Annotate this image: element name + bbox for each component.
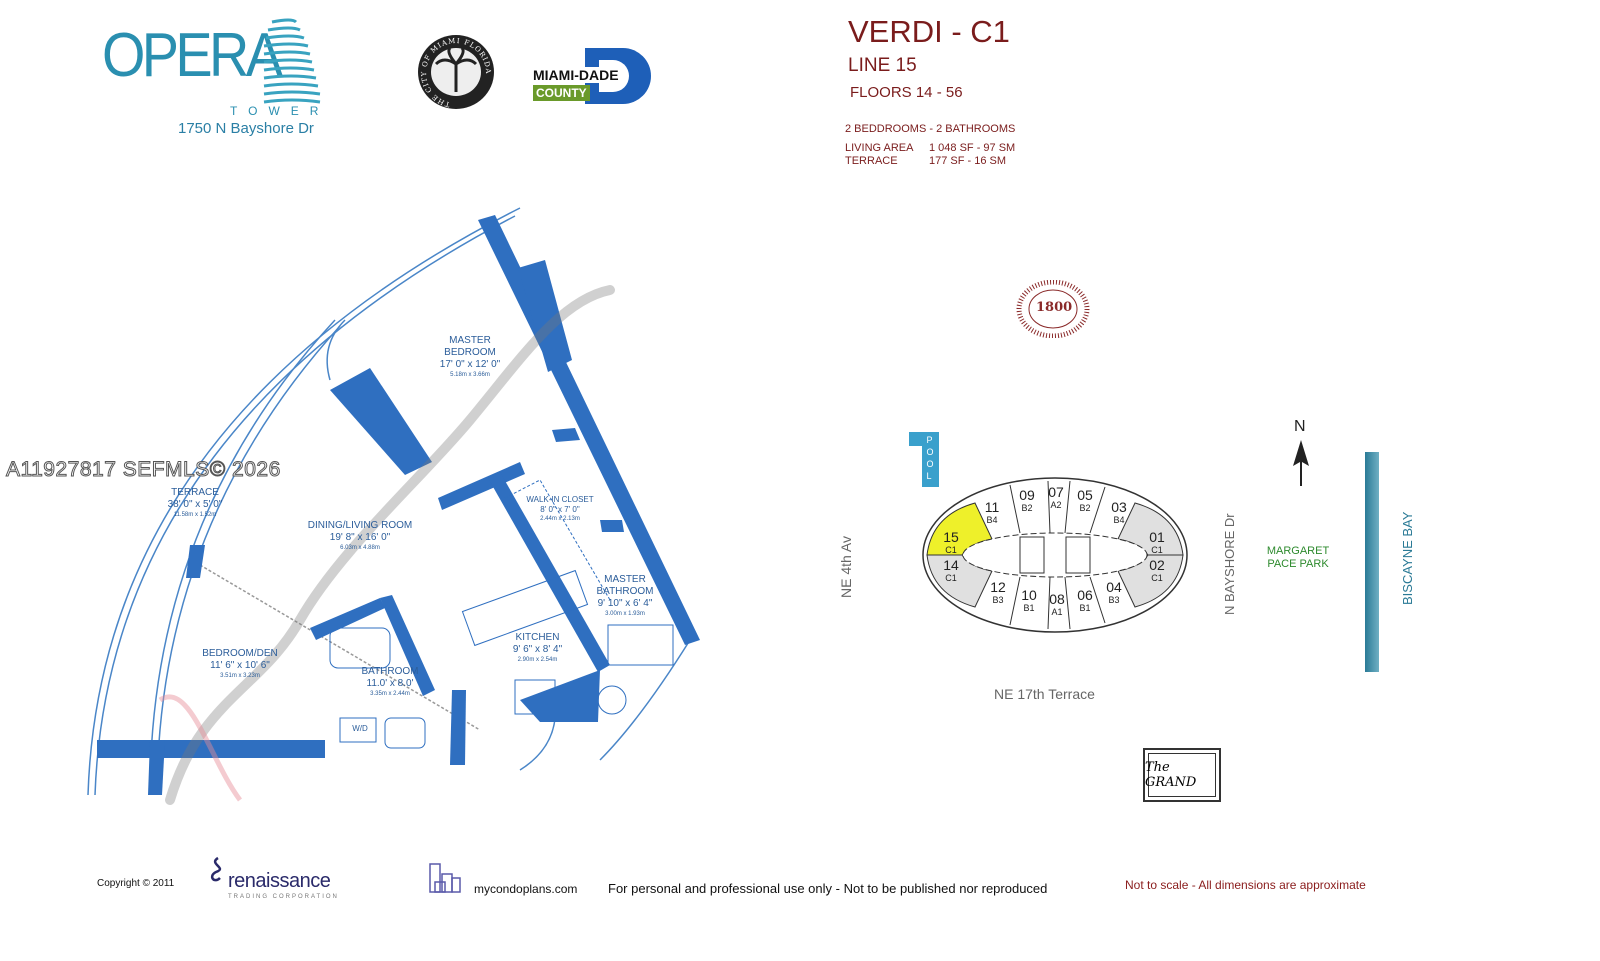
club-badge-text: 1800: [1036, 300, 1073, 315]
unit-type: B1: [1079, 603, 1091, 613]
mycondoplans-site: mycondoplans.com: [474, 882, 578, 896]
unit-number: 09: [1019, 487, 1035, 503]
copyright: Copyright © 2011: [97, 878, 175, 889]
unit-type: B2: [1079, 503, 1091, 513]
opera-tower-logo: OPERA: [102, 21, 283, 90]
unit-areas: LIVING AREA 1 048 SF - 97 SM TERRACE 177 S…: [845, 142, 1015, 168]
biscayne-bay-label: BISCAYNE BAY: [1400, 511, 1415, 605]
biscayne-bay-strip: [1365, 452, 1379, 672]
street-ne-17th-terrace: NE 17th Terrace: [994, 686, 1095, 702]
unit-number: 10: [1021, 587, 1037, 603]
unit-type: B2: [1021, 503, 1033, 513]
unit-type: A1: [1051, 607, 1063, 617]
renaissance-subtitle: TRADING CORPORATION: [228, 894, 339, 900]
unit-title: VERDI - C1: [848, 14, 1010, 49]
unit-number: 07: [1048, 484, 1064, 500]
street-n-bayshore-dr: N BAYSHORE Dr: [1222, 513, 1237, 615]
scale-note: Not to scale - All dimensions are approx…: [1125, 878, 1366, 892]
unit-type: B3: [992, 595, 1004, 605]
1800-club-badge: [1016, 280, 1090, 338]
unit-number: 04: [1106, 579, 1122, 595]
renaissance-logo-icon: [210, 856, 222, 882]
renaissance-logo-text: renaissance: [228, 870, 331, 892]
terrace-label: TERRACE: [845, 155, 898, 167]
pool-step: [909, 432, 922, 446]
pool: POOL: [922, 432, 939, 487]
unit-type: C1: [945, 573, 957, 583]
north-label: N: [1294, 418, 1306, 435]
watermark-swash-pink: [158, 694, 243, 802]
tower-graphic-icon: [263, 18, 321, 104]
miami-dade-county-logo: MIAMI-DADE COUNTY: [533, 48, 653, 104]
unit-number: 15: [943, 529, 959, 545]
unit-type: B4: [1113, 515, 1125, 525]
county-logo-line1: MIAMI-DADE: [533, 67, 619, 83]
unit-number: 06: [1077, 587, 1093, 603]
city-of-miami-seal-icon: THE CITY OF MIAMI FLORIDA: [418, 35, 494, 109]
watermark-swash: [165, 285, 615, 805]
unit-number: 14: [943, 557, 959, 573]
unit-type: C1: [1151, 545, 1163, 555]
county-logo-line2: COUNTY: [533, 85, 590, 101]
unit-bedrooms: 2 BEDDROOMS - 2 BATHROOMS: [845, 123, 1016, 135]
unit-type: B1: [1023, 603, 1035, 613]
margaret-pace-park-label: MARGARET PACE PARK: [1266, 545, 1330, 570]
unit-type: C1: [945, 545, 957, 555]
unit-number: 08: [1049, 591, 1065, 607]
pool-label: POOL: [926, 435, 934, 481]
street-ne-4th-av: NE 4th Av: [838, 535, 854, 598]
the-grand-logo: The GRAND: [1143, 748, 1221, 802]
unit-number: 03: [1111, 499, 1127, 515]
building-address: 1750 N Bayshore Dr: [178, 120, 314, 137]
unit-type: C1: [1151, 573, 1163, 583]
unit-type: A2: [1050, 500, 1062, 510]
living-area-value: 1 048 SF - 97 SM: [929, 142, 1016, 154]
disclaimer: For personal and professional use only -…: [608, 881, 1048, 896]
room-washer-dryer: W/D: [352, 724, 368, 733]
mycondoplans-logo-icon: [429, 863, 461, 893]
tower-site-plan: [922, 477, 1188, 633]
unit-number: 05: [1077, 487, 1093, 503]
unit-type: B4: [986, 515, 998, 525]
terrace-value: 177 SF - 16 SM: [929, 155, 1007, 167]
unit-number: 12: [990, 579, 1006, 595]
unit-floors: FLOORS 14 - 56: [850, 84, 963, 101]
living-area-label: LIVING AREA: [845, 142, 914, 154]
unit-type: B3: [1108, 595, 1120, 605]
unit-number: 02: [1149, 557, 1165, 573]
mls-watermark: A11927817 SEFMLS© 2026: [6, 458, 281, 482]
unit-number: 11: [984, 499, 1000, 515]
north-arrow-icon: [1293, 440, 1309, 486]
unit-line: LINE 15: [848, 55, 917, 76]
unit-number: 01: [1149, 529, 1165, 545]
floor-plan-drawing: [87, 207, 700, 805]
tower-subtitle: TOWER: [230, 104, 330, 118]
